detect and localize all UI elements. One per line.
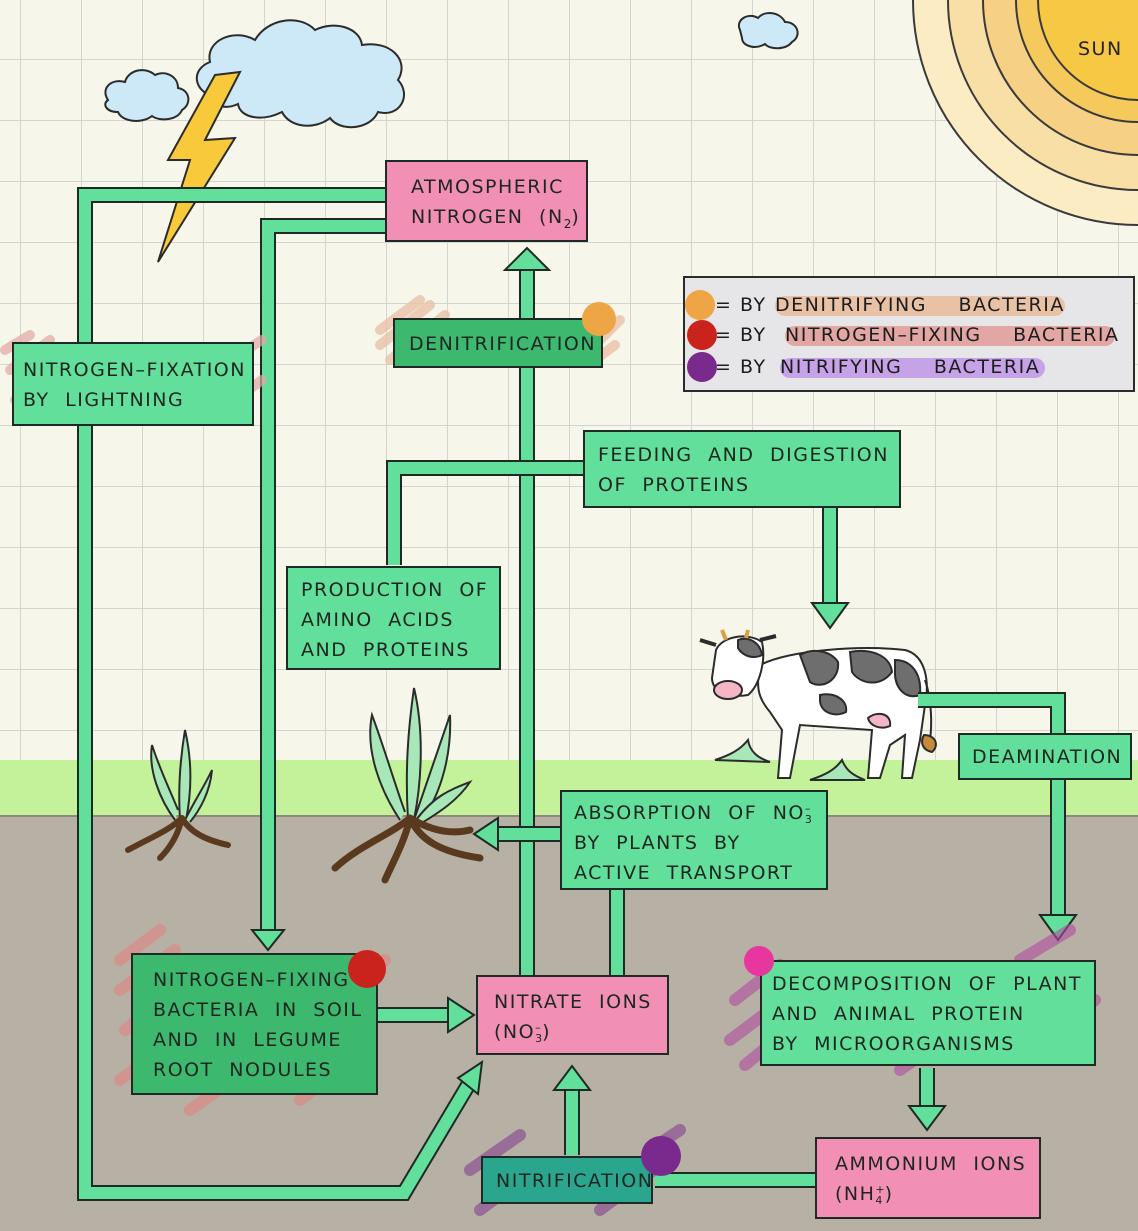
legend-label-nitrifying: NITRIFYING BACTERIA (780, 356, 1041, 378)
nitrification-label: NITRIFICATION (496, 1170, 654, 1192)
bacteria-line3: AND IN LEGUME (153, 1029, 342, 1051)
red-dot-icon (687, 320, 717, 350)
legend-highlight (775, 296, 1065, 316)
legend-label-nitrogen-fixing: NITROGEN–FIXING BACTERIA (785, 324, 1120, 346)
legend-prefix: = BY (715, 294, 767, 316)
decomposition-line3: BY MICROORGANISMS (772, 1033, 1015, 1055)
ammonium-line2: (NH+4) (835, 1182, 894, 1207)
orange-dot-icon (685, 290, 715, 320)
red-marker-icon (348, 950, 386, 988)
sun-label: SUN (1078, 38, 1123, 60)
node-nitrogen-fixing-bacteria: NITROGEN–FIXING BACTERIA IN SOIL AND IN … (131, 953, 378, 1095)
node-nitrification: NITRIFICATION (481, 1156, 653, 1204)
large-plant-icon (331, 687, 484, 884)
cloud-icon (104, 12, 799, 129)
node-decomposition: DECOMPOSITION OF PLANT AND ANIMAL PROTEI… (760, 960, 1096, 1066)
decomposition-line2: AND ANIMAL PROTEIN (772, 1003, 1025, 1025)
grass-tuft-icon (714, 737, 866, 781)
legend-prefix: = BY (715, 324, 767, 346)
node-absorption: ABSORPTION OF NO–3 BY PLANTS BY ACTIVE T… (560, 790, 828, 890)
legend: = BY DENITRIFYING BACTERIA = BY NITROGEN… (683, 276, 1135, 392)
node-feeding-digestion: FEEDING AND DIGESTION OF PROTEINS (583, 430, 901, 508)
absorption-line1: ABSORPTION OF NO–3 (574, 801, 812, 826)
production-line1: PRODUCTION OF (301, 579, 489, 601)
production-line2: AMINO ACIDS (301, 609, 454, 631)
legend-label-denitrifying: DENITRIFYING BACTERIA (775, 294, 1065, 316)
lightning-line2: BY LIGHTNING (23, 389, 185, 411)
legend-prefix: = BY (715, 356, 767, 378)
small-plant-icon (125, 729, 231, 861)
node-deamination: DEAMINATION (958, 733, 1132, 780)
legend-highlight (780, 358, 1045, 378)
node-nitrate-ions: NITRATE IONS (NO–3) (476, 975, 669, 1055)
bacteria-line4: ROOT NODULES (153, 1059, 333, 1081)
orange-marker-icon (582, 302, 616, 336)
arrows (77, 187, 1066, 1201)
legend-highlight (785, 326, 1115, 346)
atmospheric-line2: NITROGEN (N2) (411, 206, 581, 231)
cow-icon (699, 629, 937, 779)
deamination-label: DEAMINATION (972, 746, 1123, 768)
nitrate-line1: NITRATE IONS (494, 991, 652, 1013)
arrow-heads (249, 246, 1078, 1132)
node-denitrification: DENITRIFICATION (393, 318, 603, 368)
bacteria-line1: NITROGEN–FIXING (153, 969, 350, 991)
feeding-line1: FEEDING AND DIGESTION (598, 444, 889, 466)
magenta-marker-icon (744, 946, 774, 976)
decomposition-line1: DECOMPOSITION OF PLANT (772, 973, 1082, 995)
node-nitrogen-fixation-lightning: NITROGEN–FIXATION BY LIGHTNING (12, 342, 254, 426)
purple-dot-icon (687, 352, 717, 382)
node-atmospheric-nitrogen: ATMOSPHERIC NITROGEN (N2) (385, 160, 588, 242)
lightning-line1: NITROGEN–FIXATION (23, 359, 246, 381)
absorption-line2: BY PLANTS BY (574, 832, 741, 854)
feeding-line2: OF PROTEINS (598, 474, 750, 496)
bacteria-line2: BACTERIA IN SOIL (153, 999, 363, 1021)
ammonium-line1: AMMONIUM IONS (835, 1153, 1027, 1175)
sun-icon (912, 0, 1138, 226)
purple-marker-icon (641, 1136, 681, 1176)
production-line3: AND PROTEINS (301, 639, 470, 661)
absorption-line3: ACTIVE TRANSPORT (574, 862, 794, 884)
denitrification-label: DENITRIFICATION (409, 333, 597, 355)
node-production-amino-acids: PRODUCTION OF AMINO ACIDS AND PROTEINS (286, 566, 501, 670)
node-ammonium-ions: AMMONIUM IONS (NH+4) (815, 1137, 1041, 1219)
atmospheric-line1: ATMOSPHERIC (411, 176, 564, 198)
nitrate-line2: (NO–3) (494, 1020, 552, 1045)
